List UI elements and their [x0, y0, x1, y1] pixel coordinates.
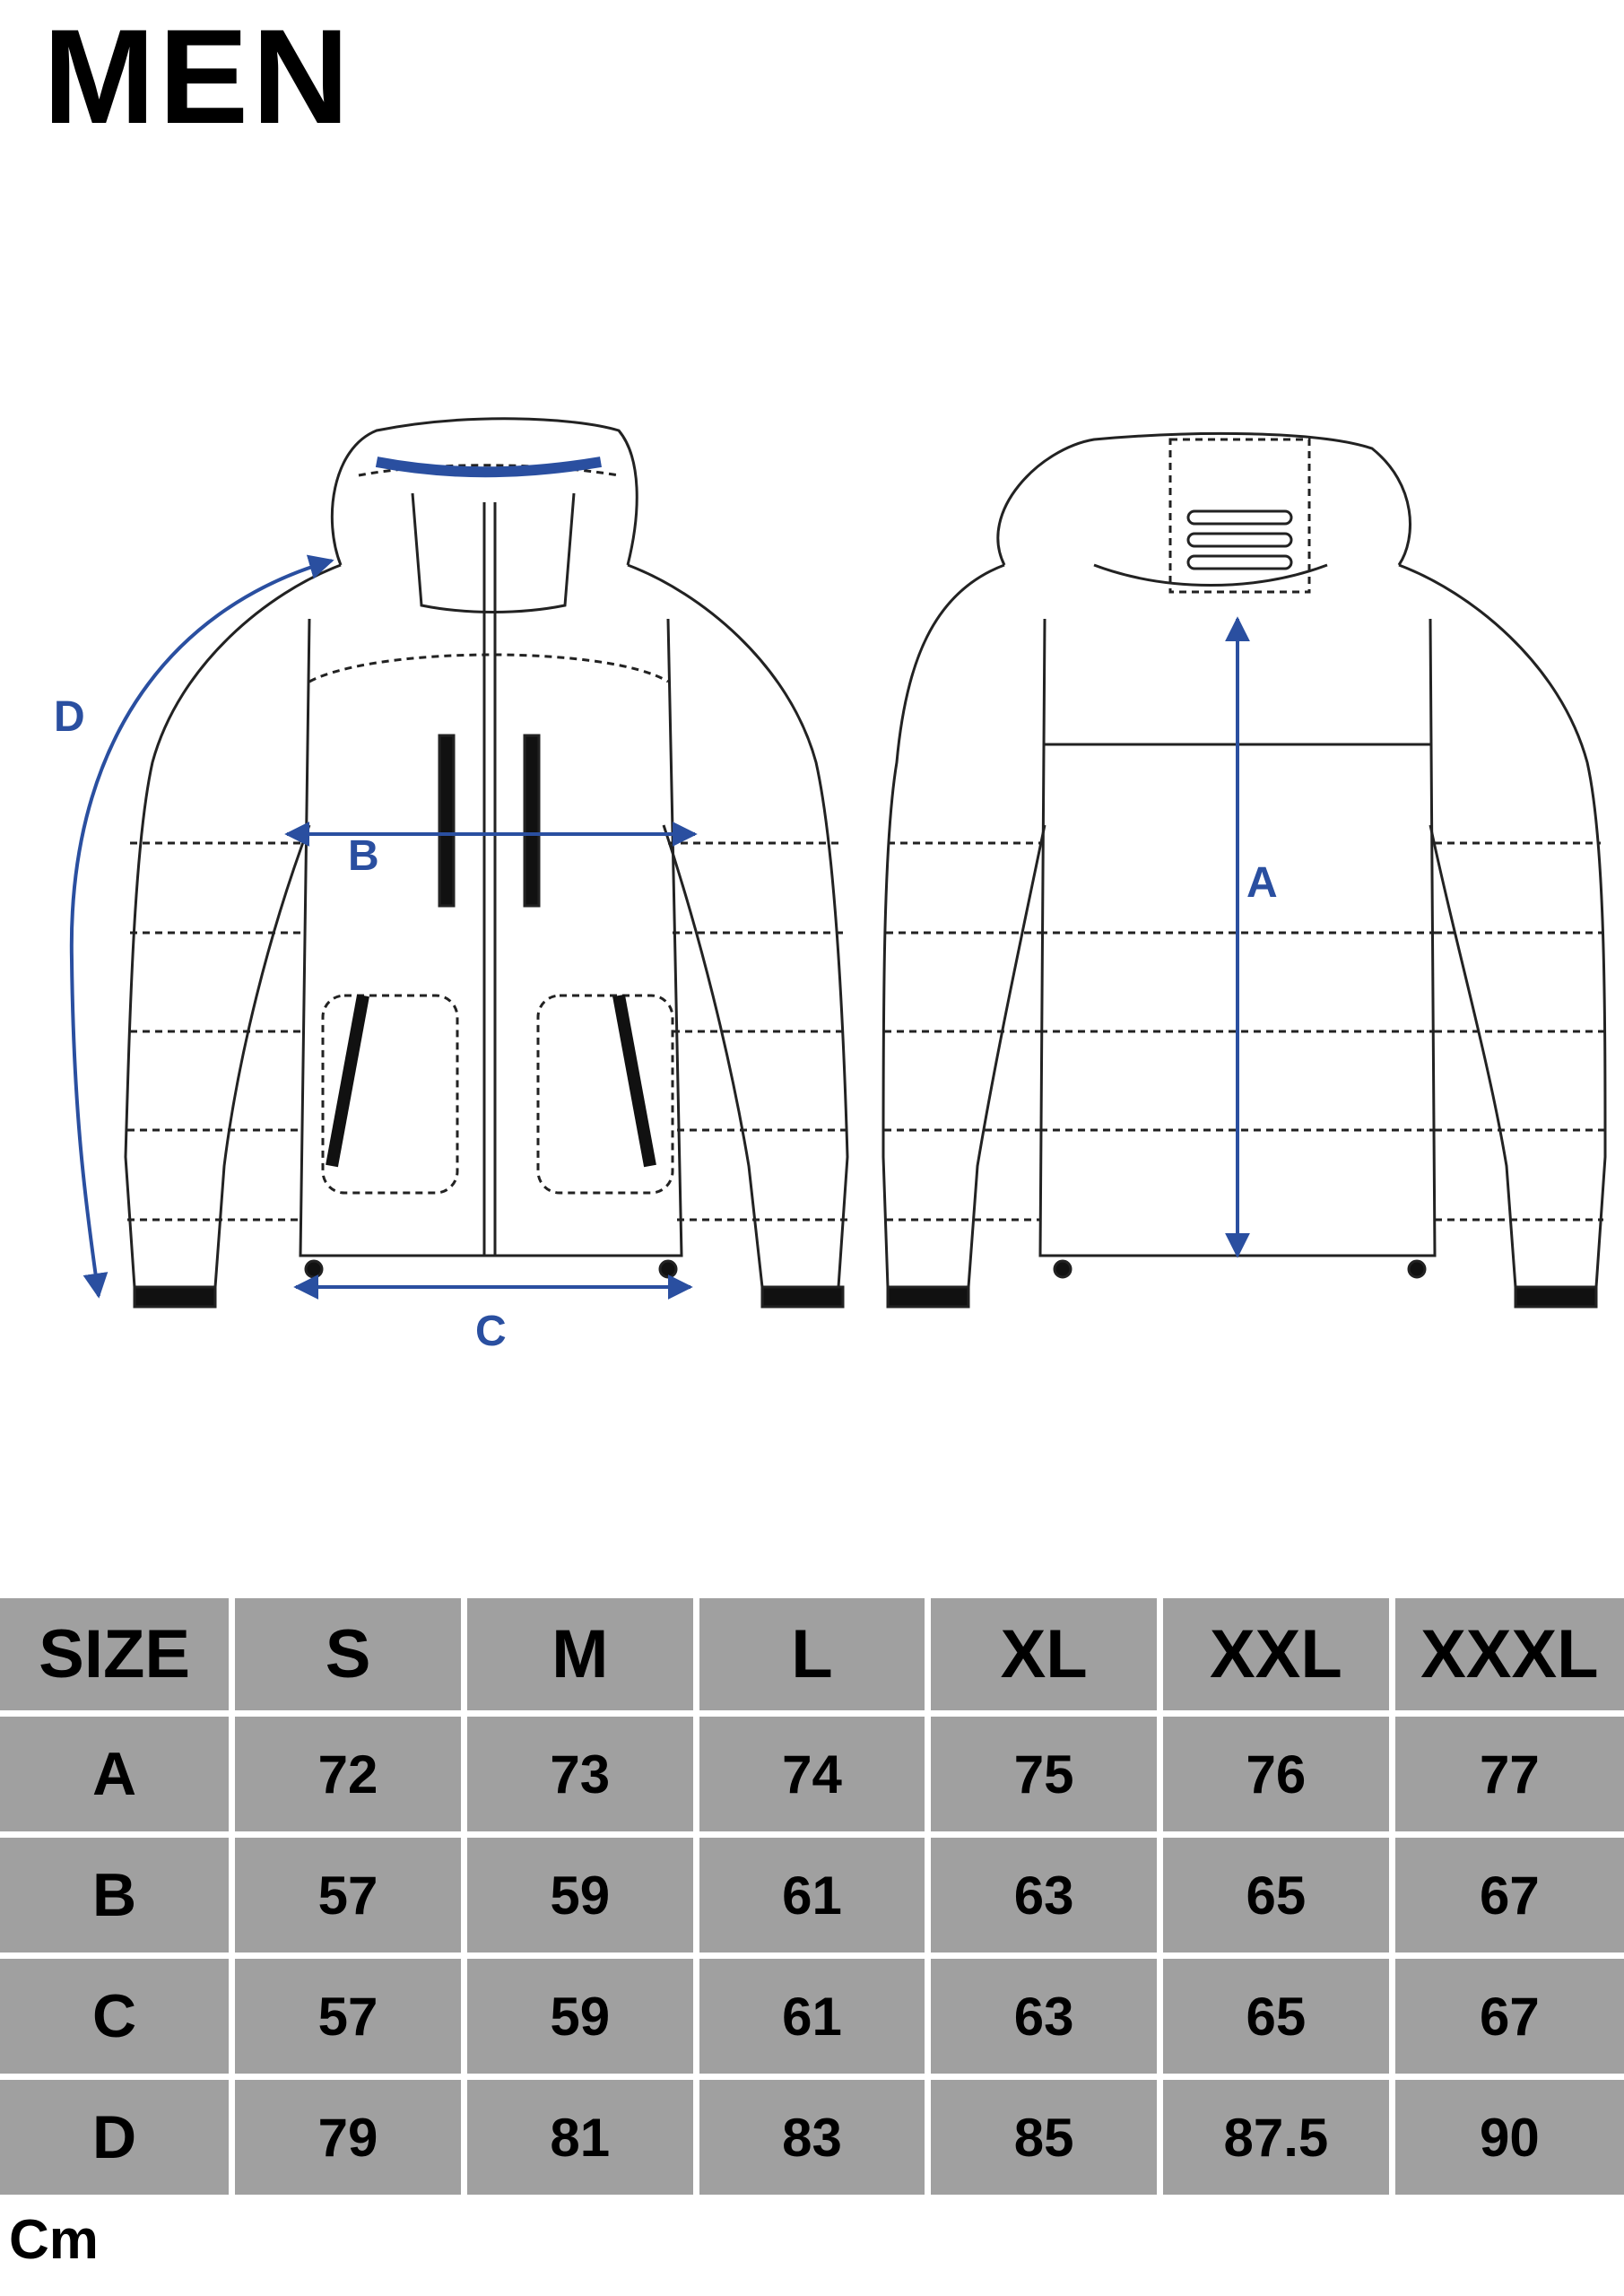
header-cell: XXXL: [1388, 1598, 1624, 1717]
table-cell: 57: [229, 1952, 467, 2080]
jacket-front: [124, 417, 849, 1309]
table-row: A 72 73 74 75 76 77: [0, 1710, 1624, 1838]
table-header-row: SIZE S M L XL XXL XXXL: [0, 1598, 1624, 1717]
table-cell: 81: [460, 2074, 699, 2195]
table-cell: 75: [925, 1710, 1164, 1838]
row-label: A: [0, 1710, 236, 1838]
jacket-diagram: D B C A: [54, 417, 1607, 1355]
table-cell: 67: [1388, 1831, 1624, 1959]
size-table: SIZE S M L XL XXL XXXL A 72 73 74 75 76 …: [0, 1598, 1624, 2195]
label-c: C: [475, 1308, 507, 1355]
row-label: C: [0, 1952, 236, 2080]
table-cell: 90: [1388, 2074, 1624, 2195]
table-row: D 79 81 83 85 87.5 90: [0, 2074, 1624, 2195]
table-cell: 72: [229, 1710, 467, 1838]
table-cell: 85: [925, 2074, 1164, 2195]
header-cell: SIZE: [0, 1598, 236, 1717]
header-cell: XXL: [1157, 1598, 1395, 1717]
table-cell: 73: [460, 1710, 699, 1838]
table-cell: 61: [692, 1831, 932, 1959]
table-cell: 76: [1157, 1710, 1395, 1838]
label-d: D: [54, 693, 85, 741]
table-row: B 57 59 61 63 65 67: [0, 1831, 1624, 1959]
size-table-container: SIZE S M L XL XXL XXXL A 72 73 74 75 76 …: [0, 1598, 1624, 2195]
table-cell: 63: [925, 1831, 1164, 1959]
table-cell: 77: [1388, 1710, 1624, 1838]
table-cell: 59: [460, 1831, 699, 1959]
table-cell: 79: [229, 2074, 467, 2195]
table-cell: 65: [1157, 1831, 1395, 1959]
table-cell: 67: [1388, 1952, 1624, 2080]
header-cell: S: [229, 1598, 467, 1717]
table-row: C 57 59 61 63 65 67: [0, 1952, 1624, 2080]
table-cell: 63: [925, 1952, 1164, 2080]
table-cell: 61: [692, 1952, 932, 2080]
row-label: B: [0, 1831, 236, 1959]
row-label: D: [0, 2074, 236, 2195]
label-b: B: [348, 832, 379, 880]
table-cell: 83: [692, 2074, 932, 2195]
table-cell: 74: [692, 1710, 932, 1838]
jacket-back: [881, 431, 1607, 1309]
table-cell: 87.5: [1157, 2074, 1395, 2195]
table-cell: 65: [1157, 1952, 1395, 2080]
arrow-d: [69, 554, 334, 1299]
header-cell: XL: [925, 1598, 1164, 1717]
table-cell: 57: [229, 1831, 467, 1959]
unit-label: Cm: [9, 2209, 99, 2271]
table-cell: 59: [460, 1952, 699, 2080]
label-a: A: [1246, 859, 1278, 907]
page-title: MEN: [43, 1, 353, 152]
measurement-arrows: [69, 554, 1250, 1300]
header-cell: M: [460, 1598, 699, 1717]
header-cell: L: [692, 1598, 932, 1717]
